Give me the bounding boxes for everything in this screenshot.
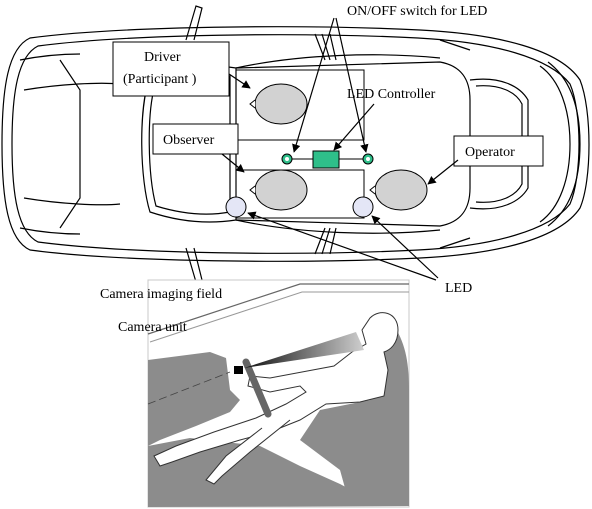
label-camera-unit: Camera unit [118, 320, 187, 335]
label-observer: Observer [163, 133, 215, 148]
driver-figure [153, 312, 399, 467]
label-driver-line1: Driver [144, 50, 181, 65]
led-left [225, 196, 247, 218]
label-driver-line2: (Participant ) [123, 72, 197, 87]
arrow-observer [221, 153, 245, 173]
label-led-controller: LED Controller [347, 87, 436, 102]
seats [235, 69, 428, 219]
label-boxes [112, 41, 544, 167]
text-labels: ON/OFF switch for LED Driver (Participan… [100, 4, 515, 335]
led-right [352, 196, 374, 218]
driver-label-box [112, 41, 230, 97]
led-controller [312, 150, 340, 169]
car-body-outline [1, 26, 590, 262]
camera-imaging-field [244, 332, 364, 368]
label-operator: Operator [465, 145, 515, 160]
arrow-controller [333, 103, 375, 151]
floor [148, 438, 409, 507]
arrow-switch-right [335, 17, 369, 153]
camera-unit [234, 366, 243, 374]
rear-seat-frame [235, 169, 365, 219]
label-switch: ON/OFF switch for LED [347, 4, 487, 19]
car-top-view [1, 5, 590, 283]
front-seat-frame [235, 69, 365, 141]
label-led: LED [445, 281, 472, 296]
operator-label-box [453, 135, 544, 167]
arrow-driver [228, 73, 251, 89]
led-system [225, 150, 374, 218]
driver-side-view [147, 279, 410, 508]
left-mirror [185, 5, 203, 41]
steering-wheel [242, 358, 272, 418]
arrow-operator [427, 159, 459, 185]
arrow-led-right [371, 215, 439, 279]
arrow-switch-left [292, 17, 335, 153]
label-camera-field: Camera imaging field [100, 287, 222, 302]
observer-seat [254, 169, 308, 211]
driver-seat [254, 83, 308, 125]
right-mirror [185, 247, 203, 283]
operator-seat [374, 169, 428, 211]
observer-label-box [152, 123, 239, 155]
arrow-led-left [247, 211, 437, 281]
dashboard [148, 352, 240, 446]
